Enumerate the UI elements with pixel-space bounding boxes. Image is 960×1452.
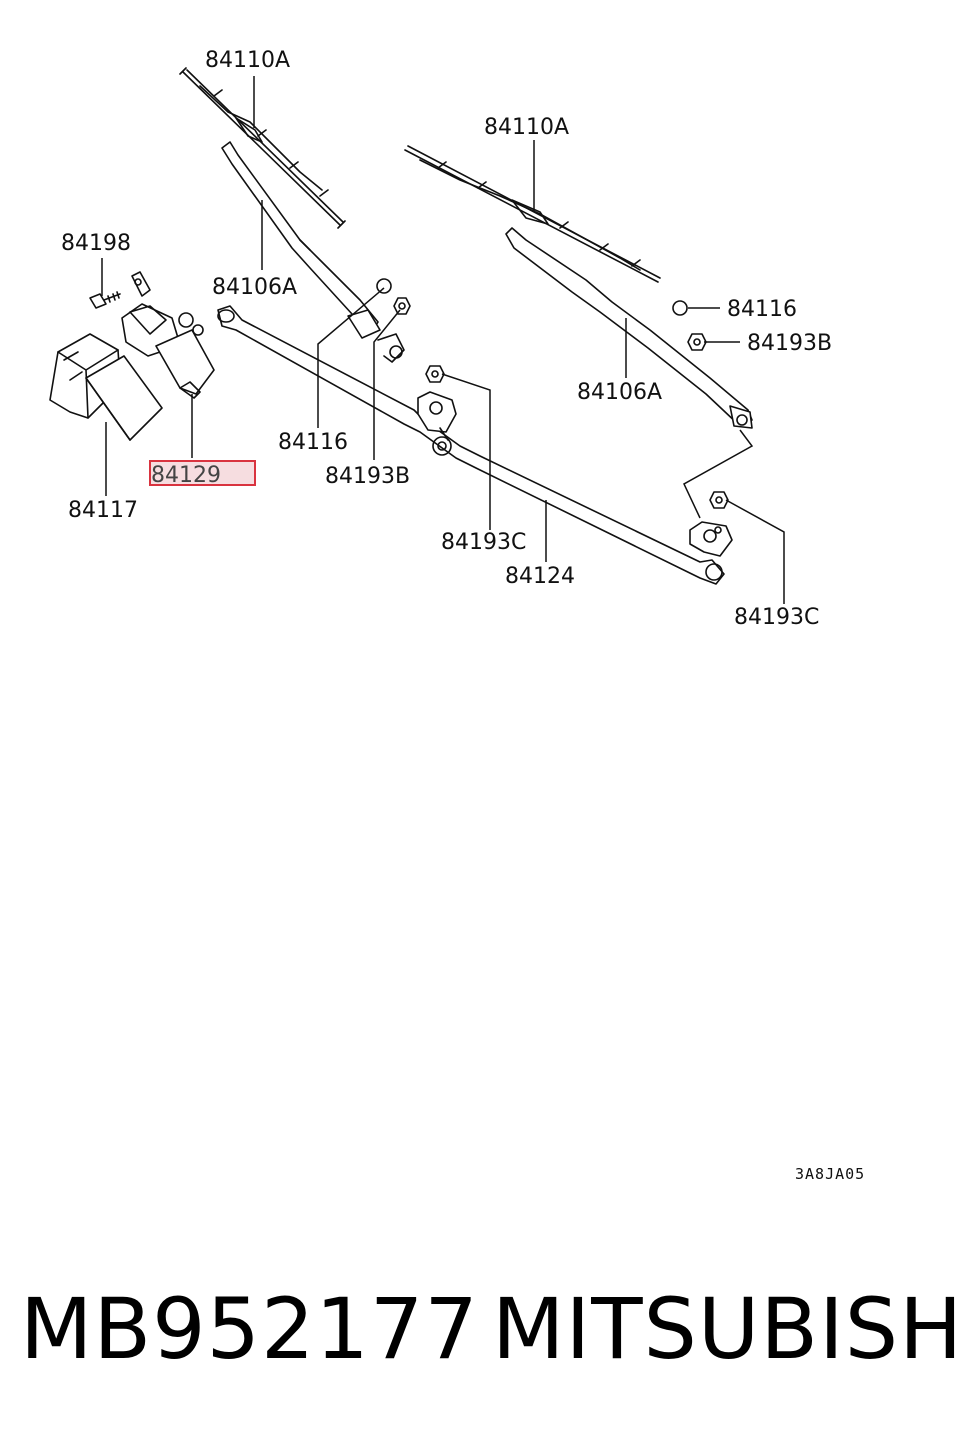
nut-b-left	[393, 297, 411, 315]
nut-c-mid	[425, 365, 445, 383]
label-cap-left: 84116	[278, 430, 348, 455]
label-motor-cover: 84117	[68, 498, 138, 523]
part-number: MB952177	[20, 1280, 479, 1378]
wiper-blade-left	[179, 67, 346, 229]
nut-b-right	[687, 333, 707, 351]
label-cap-right: 84116	[727, 297, 797, 322]
label-blade-right: 84110A	[484, 115, 569, 140]
label-arm-right: 84106A	[577, 380, 662, 405]
brand-name: MITSUBISHI	[492, 1280, 960, 1378]
wiper-motor	[121, 271, 215, 399]
cap-right	[672, 300, 688, 316]
label-blade-left: 84110A	[205, 48, 290, 73]
label-nut-b-right: 84193B	[747, 331, 832, 356]
parts-diagram: 84110A 84110A 84198 84106A 84116 84193B …	[49, 48, 865, 1183]
wiper-arm-right	[505, 227, 753, 429]
label-linkage: 84124	[505, 564, 575, 589]
label-arm-left: 84106A	[212, 275, 297, 300]
wiper-linkage	[217, 305, 733, 585]
wiper-arm-left	[221, 141, 405, 363]
motor-screw	[89, 291, 121, 309]
label-nut-b-left: 84193B	[325, 464, 410, 489]
label-motor-screw: 84198	[61, 231, 131, 256]
cap-left	[376, 278, 392, 294]
diagram-code: 3A8JA05	[795, 1165, 865, 1183]
label-nut-c-right: 84193C	[734, 605, 819, 630]
footer: MB952177 MITSUBISHI	[0, 1280, 960, 1390]
nut-c-right	[709, 491, 729, 509]
label-nut-c-mid: 84193C	[441, 530, 526, 555]
leader-lines	[101, 76, 785, 604]
highlight-box	[149, 460, 256, 486]
motor-cover	[49, 333, 163, 441]
label-motor: 84129	[151, 463, 221, 488]
